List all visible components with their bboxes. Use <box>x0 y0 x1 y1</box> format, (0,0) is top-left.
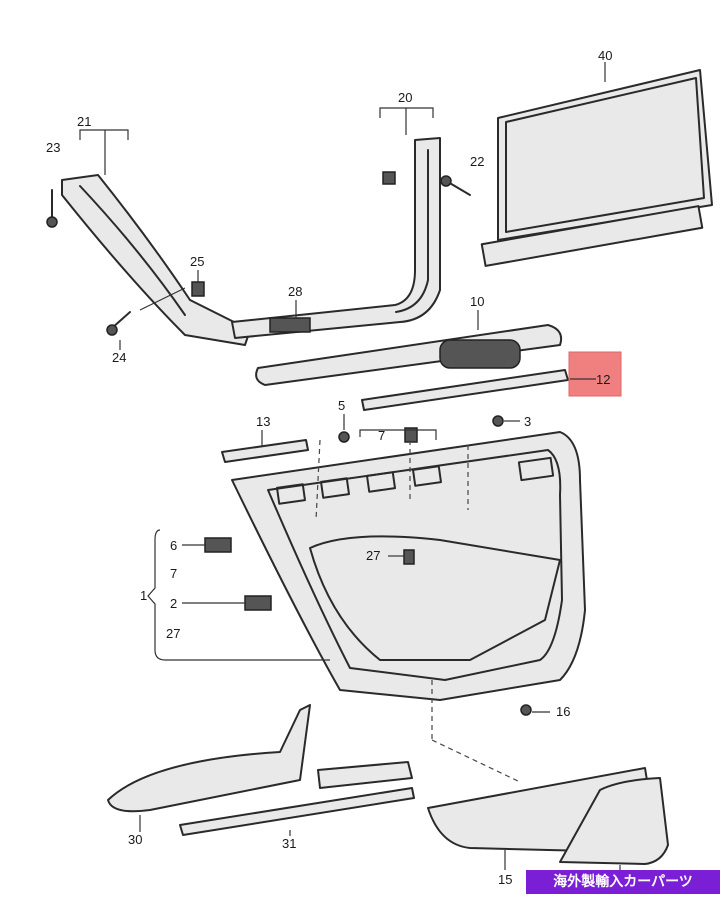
callout-15: 15 <box>498 872 512 887</box>
callout-7-top: 7 <box>378 428 385 443</box>
callout-1: 1 <box>140 588 147 603</box>
callout-2: 2 <box>170 596 177 611</box>
callout-20: 20 <box>398 90 412 105</box>
callout-7-left: 7 <box>170 566 177 581</box>
callout-23: 23 <box>46 140 60 155</box>
part-12-seal-strip <box>361 351 622 411</box>
callout-6: 6 <box>170 538 177 553</box>
part-31-strip <box>179 787 415 836</box>
callout-12: 12 <box>596 372 610 387</box>
callout-3: 3 <box>524 414 531 429</box>
screw-16 <box>431 680 550 783</box>
part-13-strip <box>221 430 309 463</box>
callout-16: 16 <box>556 704 570 719</box>
callout-25: 25 <box>190 254 204 269</box>
part-20-frame-trim <box>231 107 441 339</box>
callout-5: 5 <box>338 398 345 413</box>
callout-30: 30 <box>128 832 142 847</box>
part-21-pillar-trim <box>61 129 251 346</box>
callout-40: 40 <box>598 48 612 63</box>
callout-27-mid: 27 <box>366 548 380 563</box>
watermark-badge: 海外製輸入カーパーツ <box>526 870 720 894</box>
part-32-insert <box>559 777 669 865</box>
small-components <box>147 529 415 661</box>
part-40-sunshade <box>480 62 713 267</box>
main-door-panel <box>231 431 586 701</box>
part-30-armrest <box>107 704 413 813</box>
part-12-highlight <box>568 351 622 397</box>
callout-22: 22 <box>470 154 484 169</box>
callout-21: 21 <box>77 114 91 129</box>
callout-13: 13 <box>256 414 270 429</box>
callout-28: 28 <box>288 284 302 299</box>
fasteners-middle <box>338 414 520 443</box>
callout-24: 24 <box>112 350 126 365</box>
callout-10: 10 <box>470 294 484 309</box>
callout-31: 31 <box>282 836 296 851</box>
part-10-upper-trim <box>255 310 563 386</box>
callout-27-left: 27 <box>166 626 180 641</box>
